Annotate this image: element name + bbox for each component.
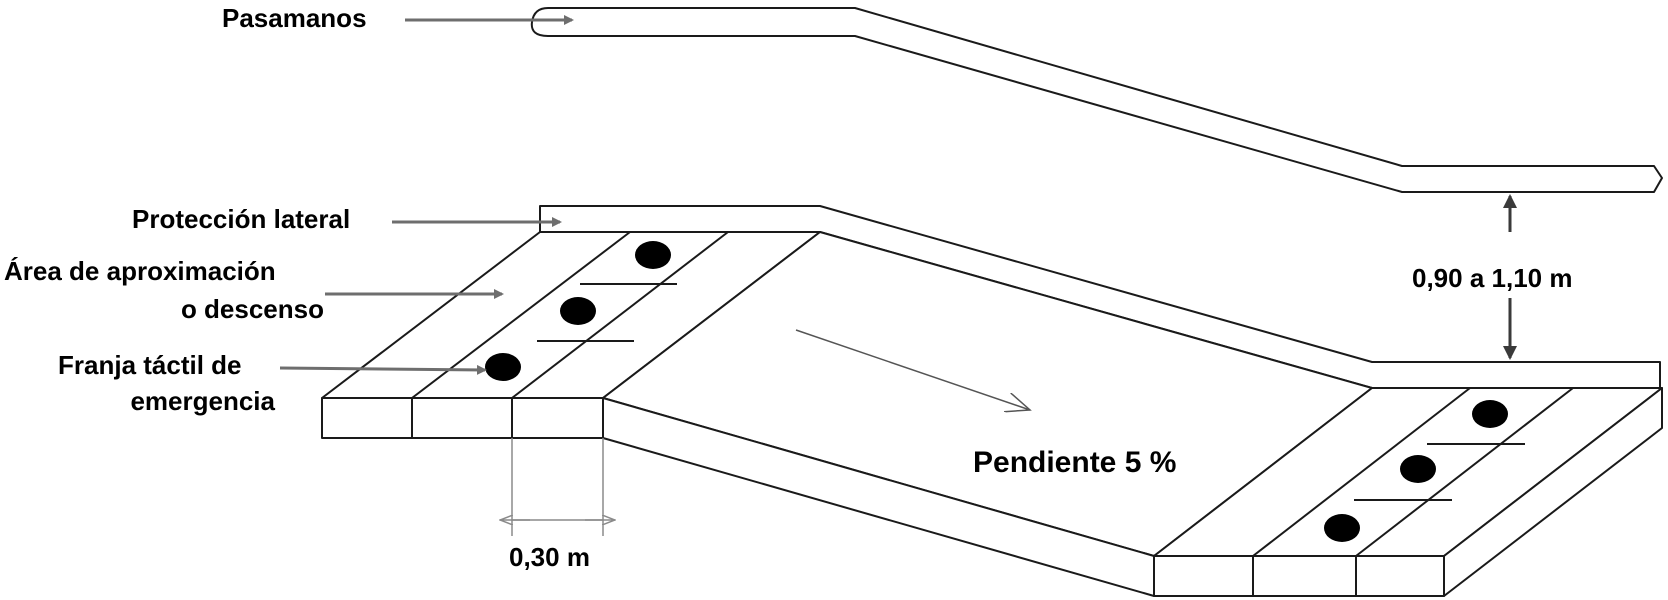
tactile-dot	[485, 353, 521, 381]
tactile-dot	[635, 241, 671, 269]
tactile-strip-leader-arrow	[279, 364, 487, 375]
side-protection-label: Protección lateral	[132, 204, 350, 234]
tactile-strip-label-line2: emergencia	[130, 386, 275, 416]
tactile-strip-label-line1: Franja táctil de	[58, 350, 242, 380]
slope-arrow	[795, 329, 1030, 410]
tactile-dot	[1472, 400, 1508, 428]
approach-area-label-line2: o descenso	[181, 294, 324, 324]
handrail-height-label: 0,90 a 1,10 m	[1412, 263, 1572, 293]
tactile-dot	[1400, 455, 1436, 483]
tactile-dots-right	[1324, 400, 1508, 542]
handrail	[530, 7, 1663, 193]
tactile-dots-left	[485, 241, 671, 381]
handrail-label: Pasamanos	[222, 3, 367, 33]
slope-label: Pendiente 5 %	[973, 446, 1176, 479]
tactile-dot	[1324, 514, 1360, 542]
strip-width-dimension	[500, 438, 615, 536]
approach-area-label-line1: Área de aproximación	[4, 256, 276, 286]
strip-width-label: 0,30 m	[509, 542, 590, 572]
tactile-dot	[560, 297, 596, 325]
